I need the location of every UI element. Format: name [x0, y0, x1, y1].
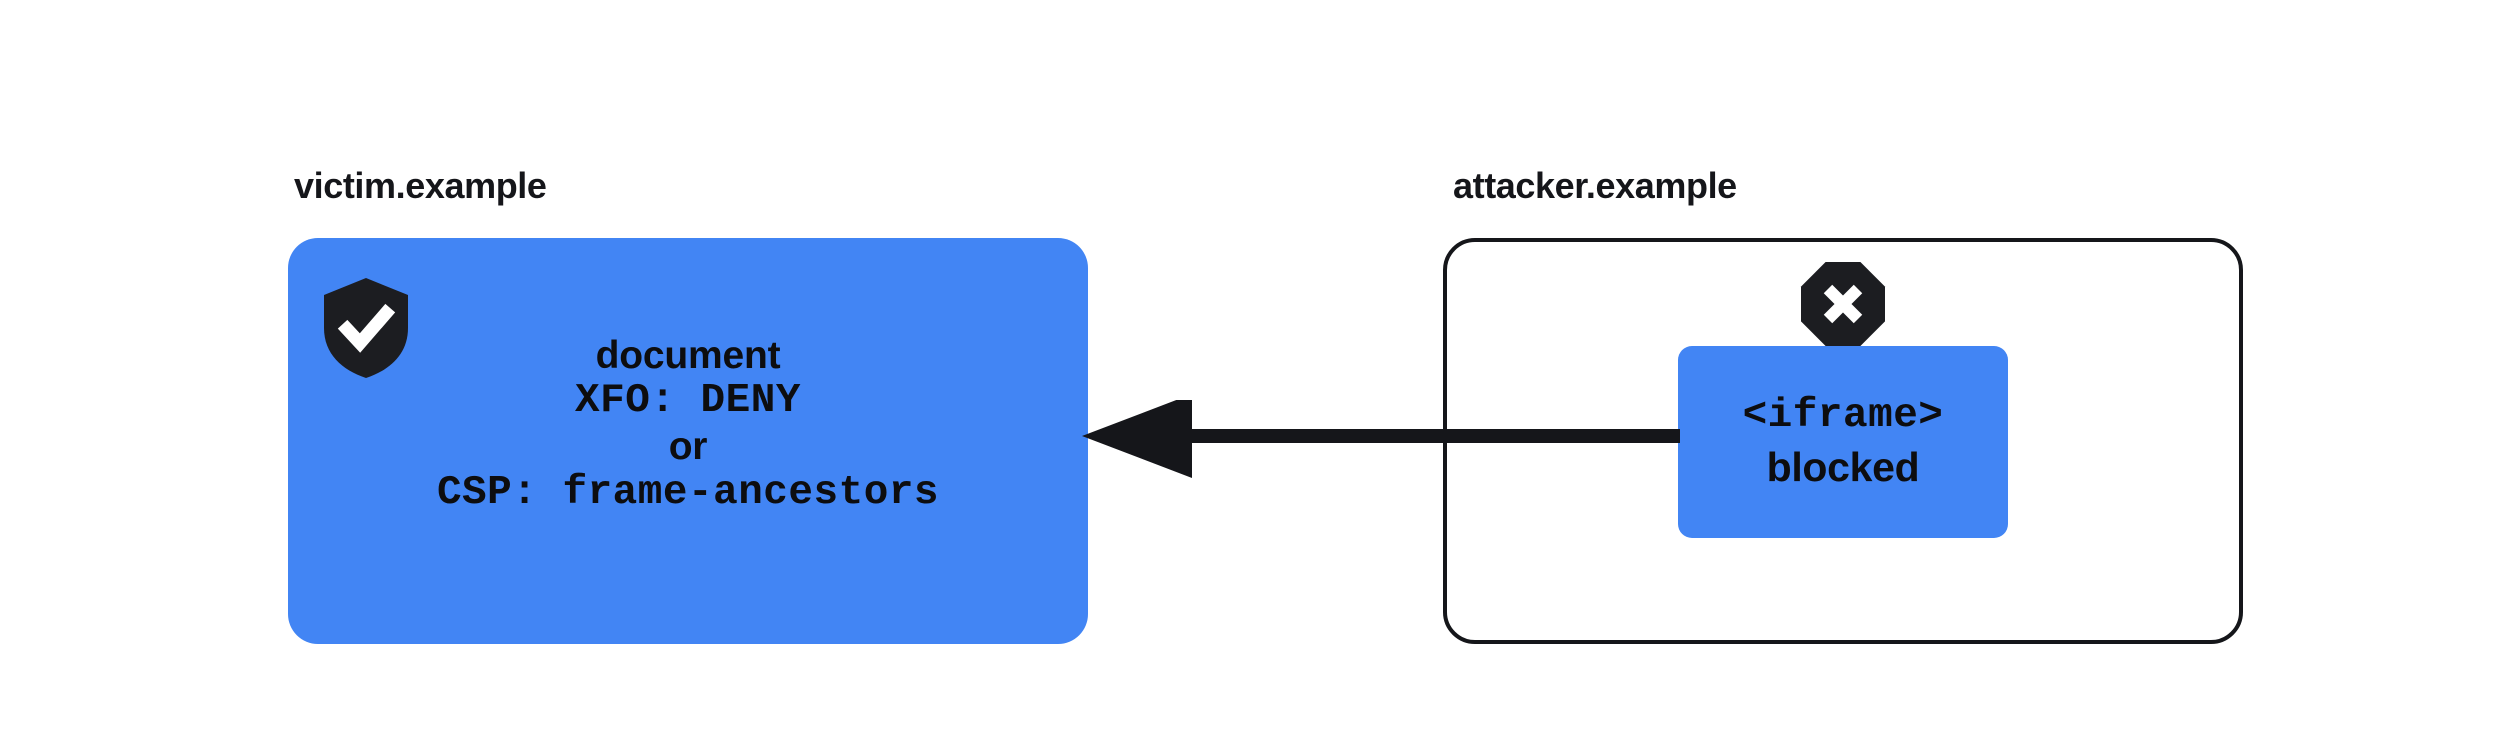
- attacker-domain-label: attacker.example: [1453, 165, 1737, 206]
- victim-policy-line-4: CSP: frame-ancestors: [436, 469, 940, 516]
- victim-policy-text-block: document XFO: DENY or CSP: frame-ancesto…: [288, 334, 1088, 516]
- victim-policy-line-2: XFO: DENY: [575, 378, 801, 425]
- victim-policy-line-3: or: [668, 425, 708, 469]
- victim-origin-panel: document XFO: DENY or CSP: frame-ancesto…: [288, 238, 1088, 644]
- iframe-status-text: blocked: [1766, 444, 1920, 490]
- iframe-tag-text: <iframe>: [1742, 392, 1944, 439]
- octagon-x-icon: [1799, 260, 1887, 348]
- shield-check-icon: [320, 276, 412, 380]
- blocked-iframe-card: <iframe> blocked: [1678, 346, 2008, 538]
- victim-domain-label: victim.example: [294, 165, 547, 206]
- victim-policy-line-1: document: [595, 334, 781, 377]
- blocked-framing-arrow: [1080, 394, 1680, 510]
